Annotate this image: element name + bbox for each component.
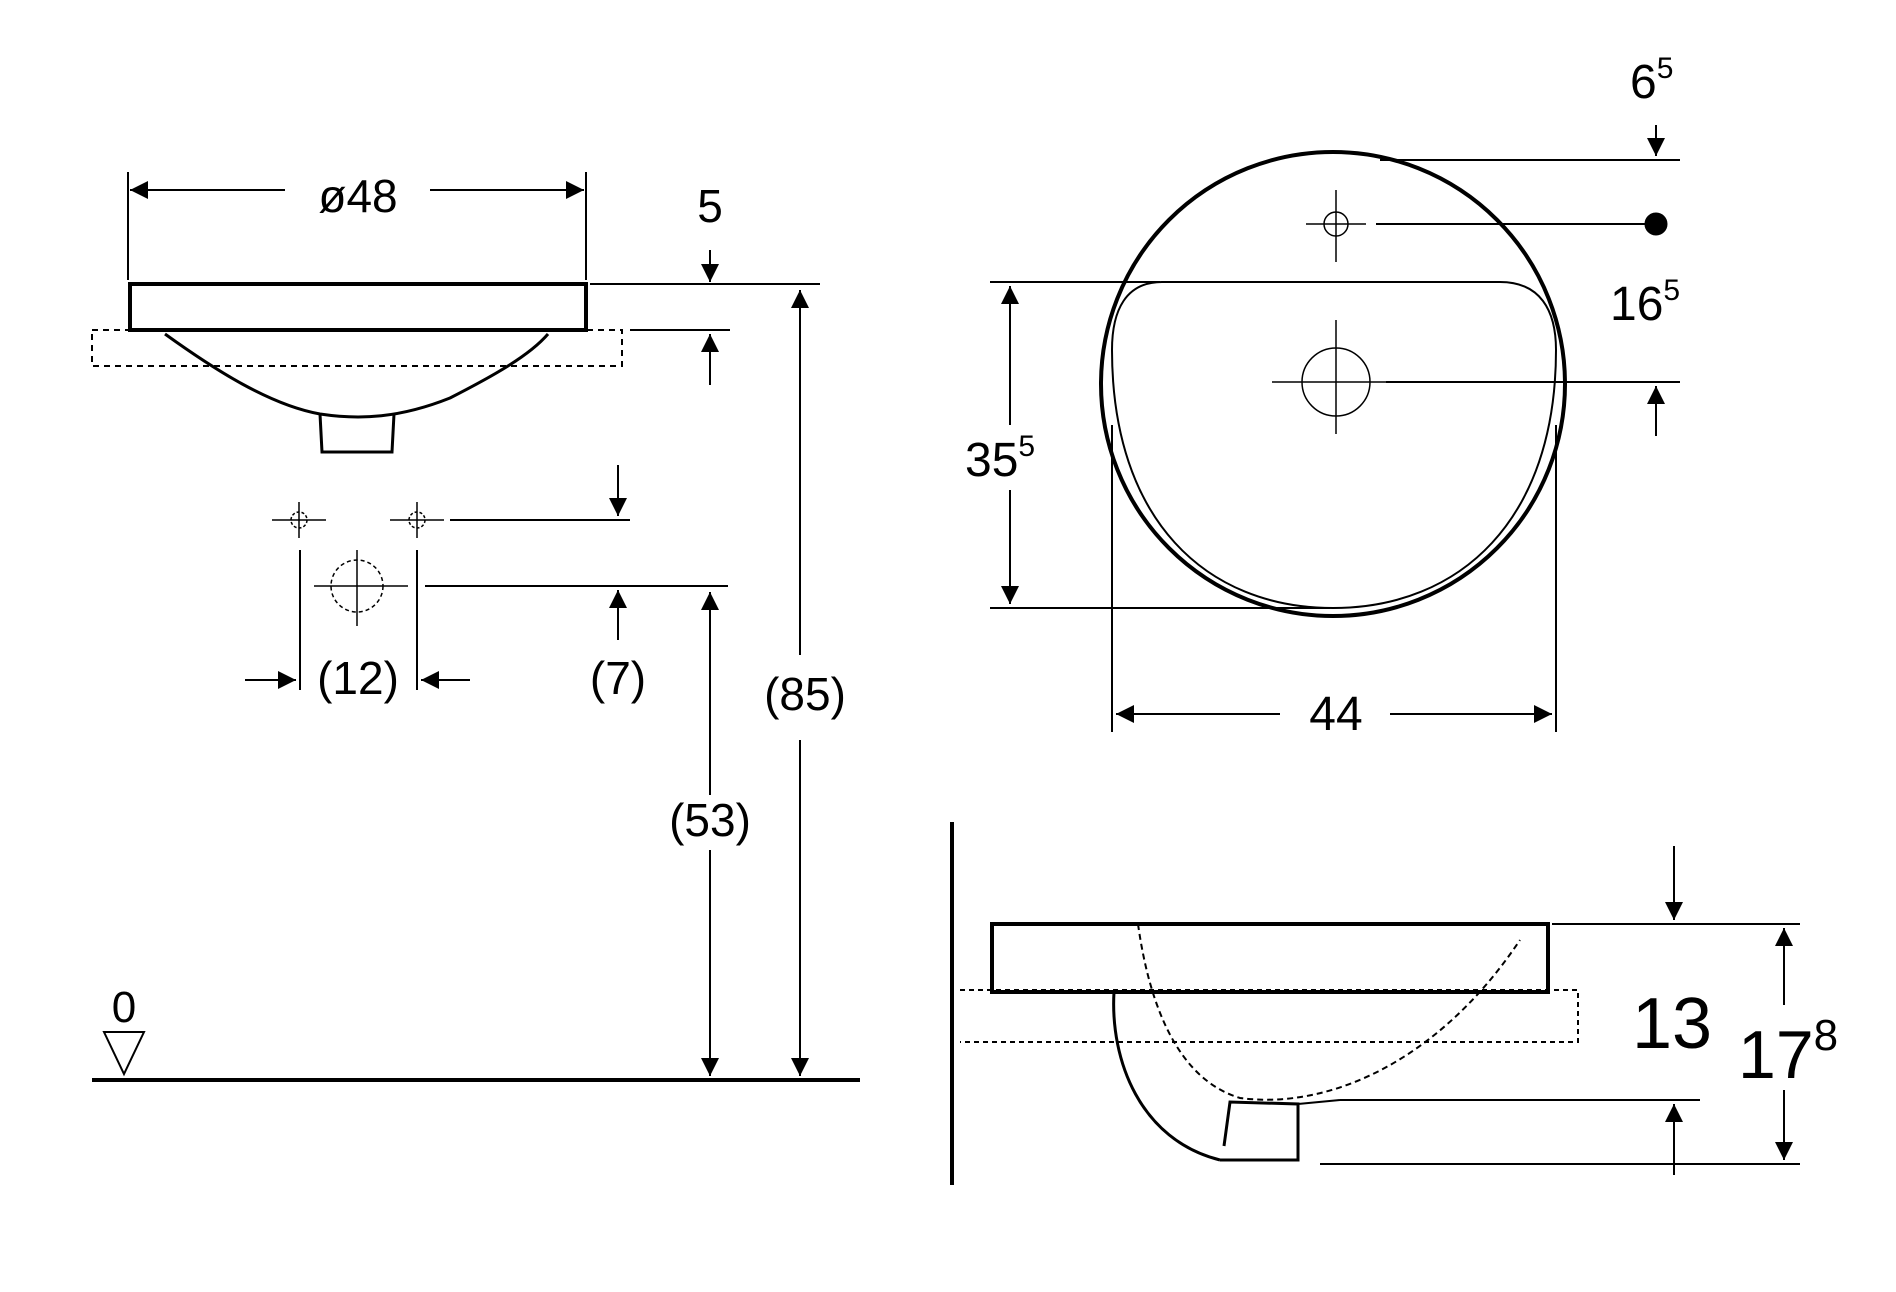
depth-label: 355	[965, 430, 1035, 487]
tap-hole-symbol-top	[1306, 190, 1366, 262]
bowl-outline	[164, 332, 550, 419]
section-rim-outline	[990, 922, 1550, 994]
section-view-labels: 13 178	[1632, 984, 1838, 1093]
drain-outline	[318, 413, 396, 454]
diameter-label: ø48	[318, 170, 397, 222]
section-bowl-inner-dashed	[1137, 923, 1521, 1101]
floor-level-label: 0	[112, 983, 136, 1032]
width-label: 44	[1309, 688, 1362, 741]
tap-hole-symbol-center	[314, 550, 408, 626]
tap-hole-symbol-right	[390, 502, 444, 538]
basin-outer-circle	[1099, 150, 1567, 618]
section-bowl-outer	[1112, 991, 1221, 1162]
tap-hole-spacing-label: (12)	[317, 652, 399, 704]
section-countertop-dashed	[960, 989, 1579, 1043]
drain-symbol-top	[1272, 320, 1386, 434]
overflow-dot	[1644, 212, 1668, 236]
total-height-label: (85)	[764, 668, 846, 720]
section-view	[950, 822, 1800, 1185]
top-view	[990, 125, 1680, 732]
floor-level-marker	[102, 1031, 146, 1077]
tap-hole-offset-label: (7)	[590, 652, 646, 704]
bowl-inner-outline	[1110, 281, 1558, 610]
side-view	[91, 172, 860, 1082]
rim-thickness-label: 5	[697, 180, 723, 232]
tap-hole-symbol-left	[272, 502, 326, 538]
countertop-cutout-dashed	[91, 329, 623, 367]
total-depth-label: 178	[1738, 1011, 1838, 1093]
section-drain	[1220, 1100, 1300, 1162]
side-view-labels: ø48 5 (12) (7) (85) (53) 0	[112, 170, 846, 1032]
basin-rim-outline	[128, 282, 588, 332]
tap-hole-height-label: (53)	[669, 794, 751, 846]
top-view-labels: 65 165 355 44	[965, 52, 1680, 741]
basin-depth-label: 13	[1632, 984, 1712, 1064]
tap-hole-distance-label: 165	[1610, 274, 1680, 331]
overflow-offset-label: 65	[1630, 52, 1673, 109]
